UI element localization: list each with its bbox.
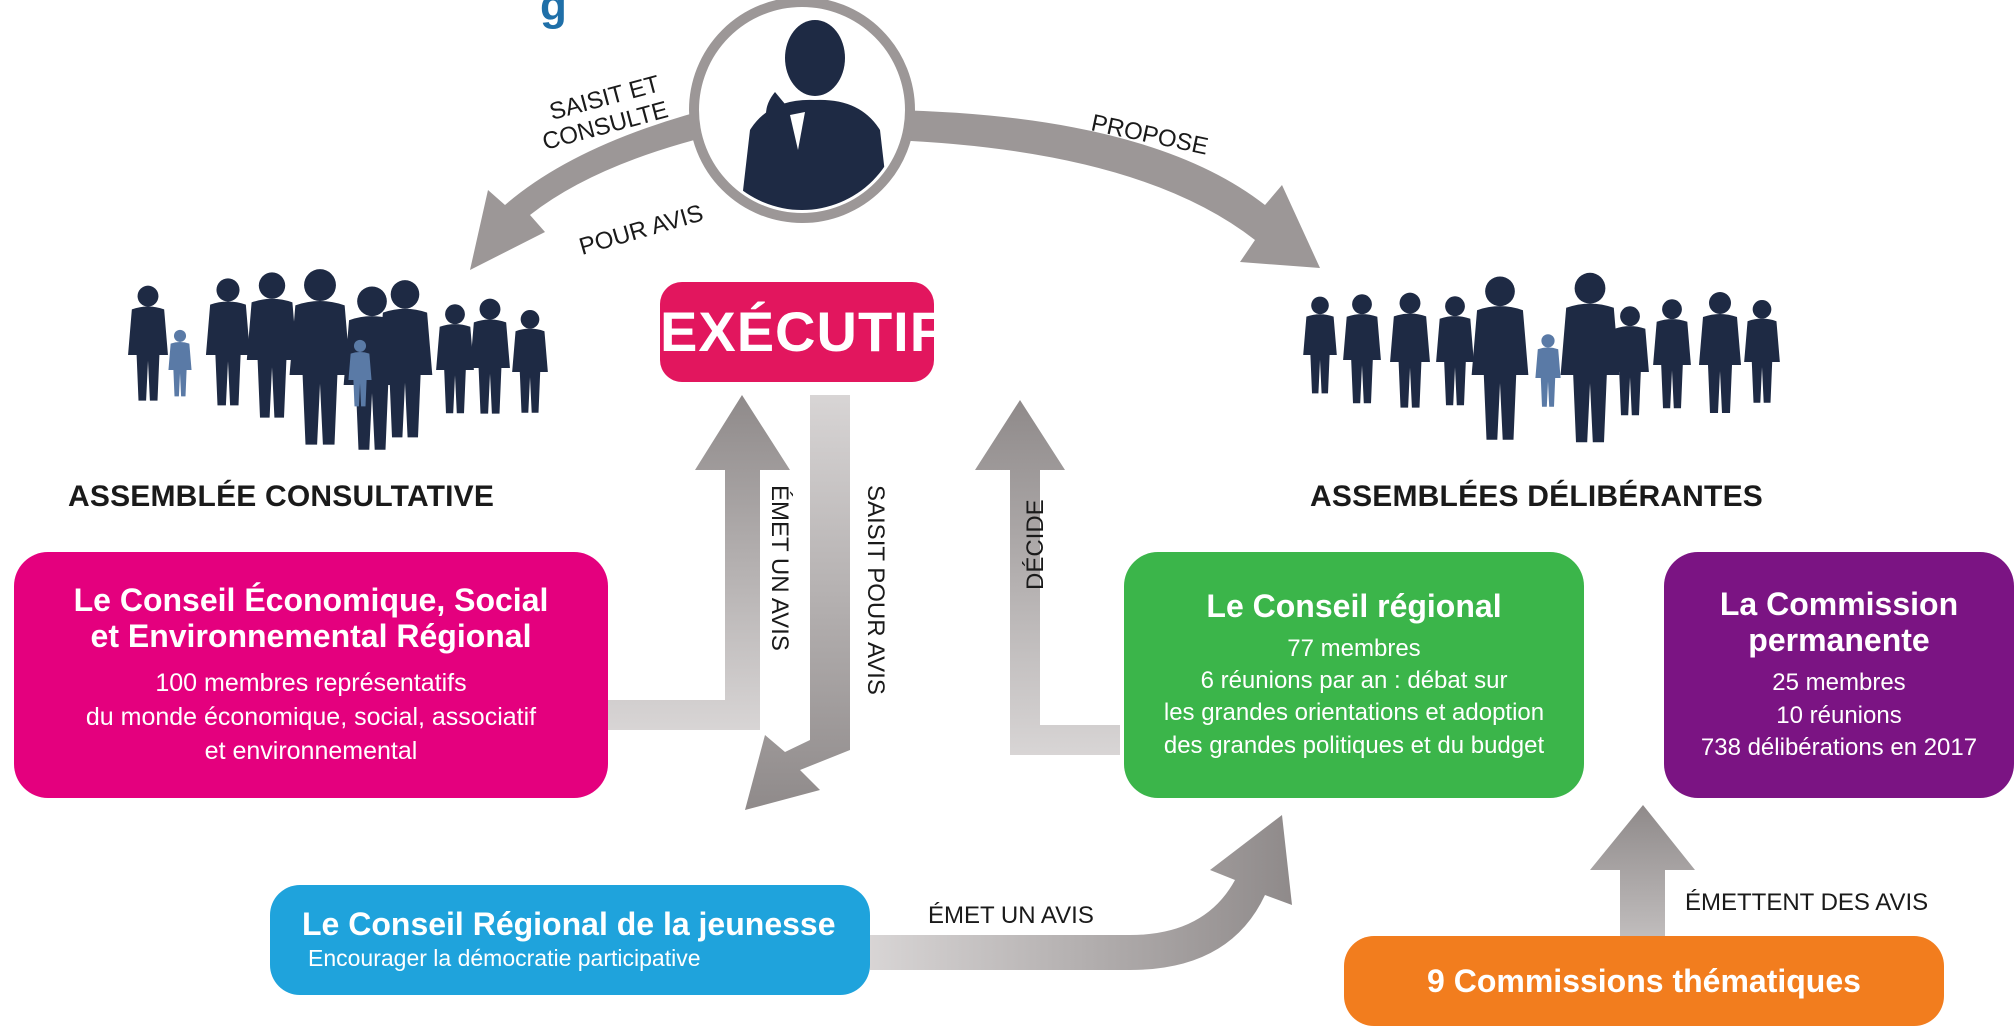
jeunesse-box: Le Conseil Régional de la jeunesse Encou…	[270, 885, 870, 995]
executive-person-icon	[689, 0, 915, 223]
conseil-regional-line-4: des grandes politiques et du budget	[1163, 731, 1545, 759]
arrow-emet-un-avis-horizontal	[870, 815, 1292, 970]
conseil-regional-title: Le Conseil régional	[1206, 587, 1502, 624]
conseil-regional-line-1: 77 membres	[1287, 634, 1421, 662]
label-emet-un-avis-vertical: ÉMET UN AVIS	[766, 485, 793, 651]
executif-label: EXÉCUTIF	[660, 299, 945, 363]
commission-permanente-title-1: La Commission	[1719, 585, 1959, 622]
jeunesse-title: Le Conseil Régional de la jeunesse	[302, 906, 836, 943]
label-emettent-des-avis: ÉMETTENT DES AVIS	[1685, 889, 1928, 916]
header-consultative: ASSEMBLÉE CONSULTATIVE	[68, 480, 495, 513]
cesr-text-line-1: 100 membres représentatifs	[155, 669, 467, 698]
cesr-box: Le Conseil Économique, Social et Environ…	[14, 552, 608, 798]
header-deliberantes: ASSEMBLÉES DÉLIBÉRANTES	[1310, 480, 1763, 513]
arrow-saisit-pour-avis	[745, 395, 850, 810]
commissions-thematiques-box: 9 Commissions thématiques	[1344, 936, 1944, 1026]
executif-box: EXÉCUTIF	[660, 282, 945, 382]
jeunesse-subtitle: Encourager la démocratie participative	[308, 944, 701, 971]
conseil-regional-box: Le Conseil régional 77 membres 6 réunion…	[1124, 552, 1584, 798]
cesr-text-line-2: du monde économique, social, associatif	[85, 702, 537, 731]
commission-permanente-title-2: permanente	[1748, 622, 1930, 659]
arrow-emet-un-avis-vertical	[600, 395, 790, 730]
conseil-regional-line-3: les grandes orientations et adoption	[1163, 699, 1545, 727]
commission-permanente-line-1: 25 membres	[1772, 669, 1906, 697]
commissions-thematiques-label: 9 Commissions thématiques	[1427, 962, 1861, 999]
cesr-title-line-1: Le Conseil Économique, Social	[73, 581, 549, 618]
arrow-saisit-consulte	[470, 104, 735, 270]
label-decide: DÉCIDE	[1022, 499, 1049, 590]
arrow-emettent-des-avis	[1590, 805, 1695, 1000]
label-emet-un-avis-horizontal: ÉMET UN AVIS	[928, 902, 1094, 929]
deliberative-people-icon	[1303, 272, 1780, 443]
arrow-propose	[890, 110, 1320, 268]
commission-permanente-box: La Commission permanente 25 membres 10 r…	[1664, 552, 2014, 798]
label-saisit-pour-avis: SAISIT POUR AVIS	[862, 485, 889, 695]
commission-permanente-line-2: 10 réunions	[1776, 701, 1902, 729]
consultative-people-icon	[128, 269, 548, 450]
arrow-decide	[975, 400, 1120, 755]
partial-title: g	[540, 0, 567, 30]
cesr-text-line-3: et environnemental	[204, 736, 418, 765]
label-pour-avis: POUR AVIS	[576, 200, 706, 261]
conseil-regional-line-2: 6 réunions par an : débat sur	[1200, 667, 1508, 694]
cesr-title-line-2: et Environnemental Régional	[90, 618, 532, 655]
commission-permanente-line-3: 738 délibérations en 2017	[1700, 733, 1978, 761]
